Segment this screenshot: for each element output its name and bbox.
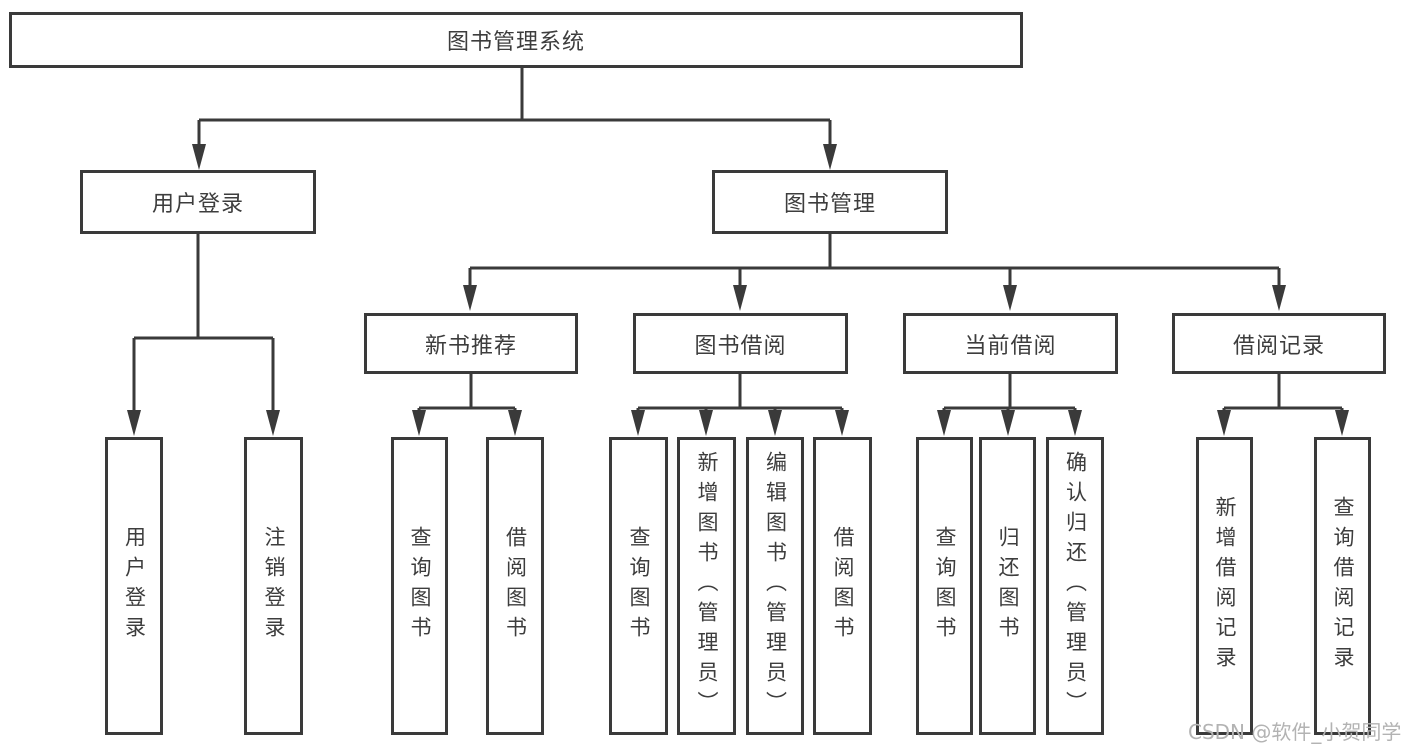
node-book-management: 图书管理	[712, 170, 948, 234]
leaf-current-query-books-label: 查询图书	[933, 526, 957, 646]
leaf-current-confirm-return-label: 确认归还（管理员）	[1063, 451, 1088, 721]
node-book-borrow: 图书借阅	[633, 313, 848, 374]
leaf-user-login: 用户登录	[105, 437, 163, 735]
leaf-records-add-record-label: 新增借阅记录	[1213, 496, 1237, 676]
node-root-label: 图书管理系统	[446, 30, 585, 55]
leaf-recommend-query-books-label: 查询图书	[408, 526, 432, 646]
leaf-logout: 注销登录	[244, 437, 303, 735]
leaf-recommend-borrow-books-label: 借阅图书	[503, 526, 528, 646]
node-current-borrow: 当前借阅	[903, 313, 1118, 374]
leaf-logout-label: 注销登录	[262, 526, 286, 646]
leaf-records-add-record: 新增借阅记录	[1196, 437, 1253, 735]
leaf-current-confirm-return: 确认归还（管理员）	[1046, 437, 1104, 735]
leaf-borrow-add-books: 新增图书（管理员）	[677, 437, 736, 735]
leaf-records-query-record: 查询借阅记录	[1314, 437, 1371, 735]
leaf-recommend-query-books: 查询图书	[391, 437, 448, 735]
leaf-borrow-query-books-label: 查询图书	[627, 526, 651, 646]
node-borrow-records-label: 借阅记录	[1232, 333, 1325, 359]
leaf-current-return-books-label: 归还图书	[996, 526, 1020, 646]
watermark: CSDN @软件_小贺同学	[1188, 720, 1402, 744]
leaf-records-query-record-label: 查询借阅记录	[1331, 496, 1355, 676]
node-new-book-recommend: 新书推荐	[364, 313, 578, 374]
leaf-borrow-query-books: 查询图书	[609, 437, 668, 735]
node-book-borrow-label: 图书借阅	[694, 333, 787, 359]
node-book-management-label: 图书管理	[783, 192, 876, 217]
leaf-borrow-borrow-books: 借阅图书	[813, 437, 872, 735]
node-new-book-recommend-label: 新书推荐	[424, 333, 517, 359]
leaf-current-query-books: 查询图书	[916, 437, 973, 735]
node-current-borrow-label: 当前借阅	[964, 333, 1057, 359]
leaf-borrow-borrow-books-label: 借阅图书	[831, 526, 855, 646]
leaf-borrow-edit-books-label: 编辑图书（管理员）	[763, 451, 788, 721]
node-borrow-records: 借阅记录	[1172, 313, 1386, 374]
node-user-login: 用户登录	[80, 170, 316, 234]
node-root: 图书管理系统	[9, 12, 1023, 68]
leaf-borrow-edit-books: 编辑图书（管理员）	[746, 437, 804, 735]
node-user-login-label: 用户登录	[151, 192, 244, 217]
leaf-user-login-label: 用户登录	[122, 526, 147, 646]
leaf-borrow-add-books-label: 新增图书（管理员）	[695, 451, 719, 721]
leaf-recommend-borrow-books: 借阅图书	[486, 437, 544, 735]
leaf-current-return-books: 归还图书	[979, 437, 1036, 735]
